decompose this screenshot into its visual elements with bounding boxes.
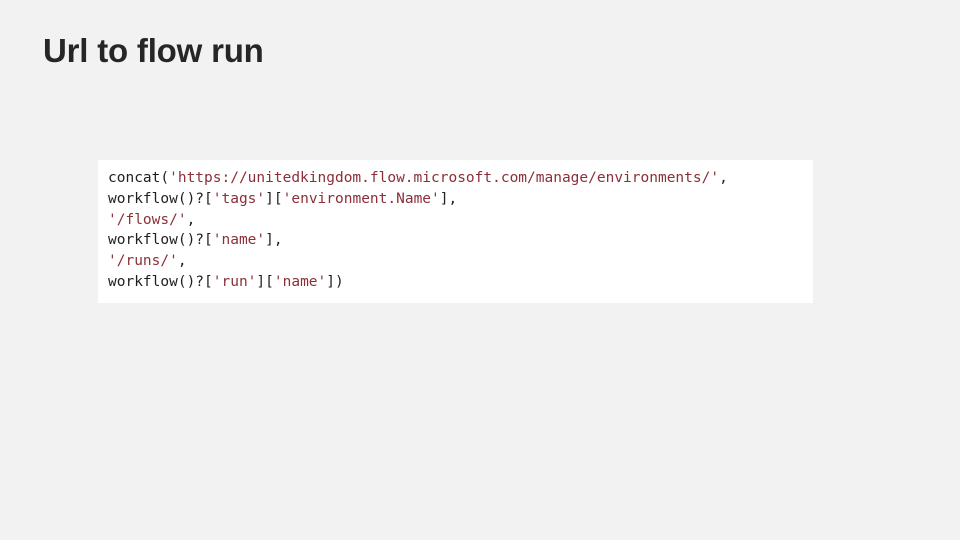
code-token-str: '/flows/'	[108, 211, 187, 228]
code-token-str: 'tags'	[212, 190, 266, 207]
code-token-punct: ])	[326, 273, 344, 290]
code-token-str: 'name'	[212, 232, 266, 249]
code-token-fn: workflow()?[	[108, 273, 213, 290]
code-line: workflow()?['tags']['environment.Name'],	[108, 189, 803, 210]
code-token-fn: workflow()?[	[108, 190, 213, 207]
code-token-punct: ][	[256, 273, 274, 290]
code-token-punct: ],	[265, 232, 283, 249]
code-token-punct: ,	[719, 170, 728, 186]
code-token-punct: ,	[186, 211, 196, 228]
code-token-str: 'environment.Name'	[282, 190, 440, 207]
code-line: '/flows/',	[108, 210, 803, 231]
code-token-str: 'name'	[273, 273, 327, 290]
code-snippet-block: concat('https://unitedkingdom.flow.micro…	[98, 160, 813, 303]
code-token-punct: ],	[439, 190, 458, 207]
code-token-punct: ,	[177, 253, 187, 270]
code-token-str: '/runs/'	[108, 253, 178, 270]
code-line: '/runs/',	[108, 251, 803, 272]
code-token-str: 'run'	[212, 273, 257, 290]
code-token-str: 'https://unitedkingdom.flow.microsoft.co…	[169, 170, 720, 186]
code-token-fn: concat(	[108, 170, 170, 186]
code-line: workflow()?['run']['name'])	[108, 272, 803, 293]
page-title: Url to flow run	[43, 32, 264, 69]
code-token-fn: workflow()?[	[108, 232, 213, 249]
code-token-punct: ][	[265, 190, 283, 207]
code-line: workflow()?['name'],	[108, 230, 803, 251]
code-line: concat('https://unitedkingdom.flow.micro…	[108, 168, 803, 189]
